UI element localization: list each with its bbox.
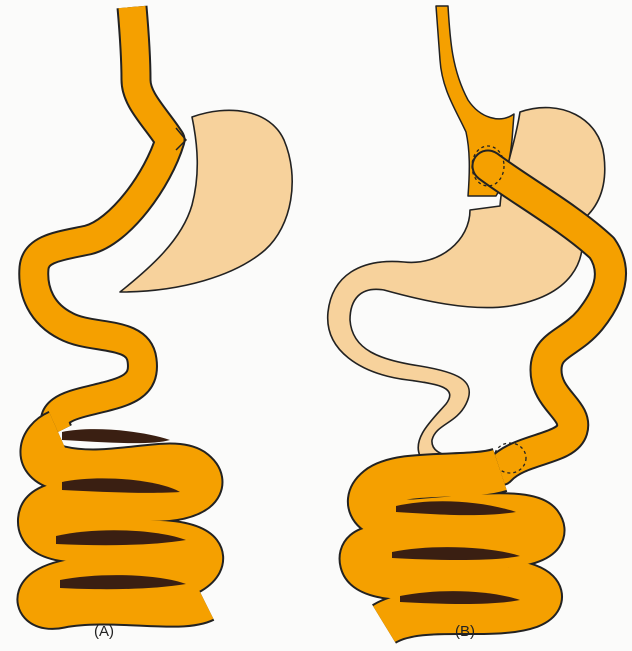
- panel-a-diagram: [34, 7, 292, 607]
- panel-a-label: (A): [94, 623, 114, 640]
- panel-b-label: (B): [455, 623, 475, 640]
- panel-b-diagram: [328, 6, 611, 624]
